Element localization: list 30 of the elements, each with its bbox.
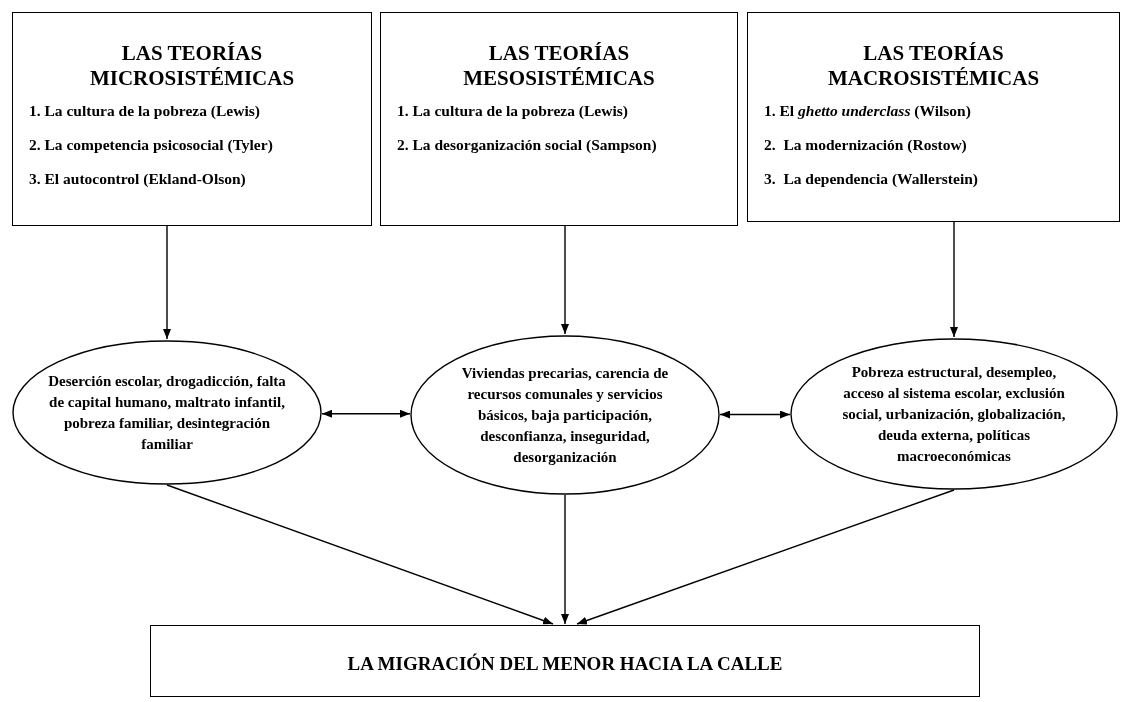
- box-heading: LAS TEORÍAS MESOSISTÉMICAS: [462, 41, 656, 91]
- box-heading: LAS TEORÍAS MACROSISTÉMICAS: [826, 41, 1041, 91]
- theory-item: 2. La modernización (Rostow): [764, 135, 967, 155]
- arrow: [561, 494, 569, 625]
- theory-item: 1. El ghetto underclass (Wilson): [764, 101, 971, 121]
- theory-item: 3. El autocontrol (Ekland-Olson): [29, 169, 246, 189]
- theory-item: 2. La competencia psicosocial (Tyler): [29, 135, 273, 155]
- ellipse-text: Viviendas precarias, carencia de recursos comunales y servicios básicos, baja participación, desconfianza, inseguridad, desorganización: [460, 363, 670, 467]
- arrow: [561, 225, 569, 335]
- arrow: [719, 410, 791, 419]
- text-box: [150, 625, 980, 697]
- arrow: [950, 221, 958, 338]
- theory-item: 1. La cultura de la pobreza (Lewis): [397, 101, 628, 121]
- ellipse: [410, 335, 720, 495]
- theory-item: 3. La dependencia (Wallerstein): [764, 169, 978, 189]
- arrow: [166, 484, 554, 625]
- ellipse-text: Pobreza estructural, desempleo, acceso al sistema escolar, exclusión social, urbanización, globalización, deuda externa, políticas macroeconómicas: [841, 362, 1067, 466]
- text-box: [747, 12, 1120, 222]
- ellipse-text: Deserción escolar, drogadicción, falta de capital humano, maltrato infantil, pobreza familiar, desintegración familiar: [47, 371, 287, 454]
- text-box: [12, 12, 372, 226]
- text-box: [380, 12, 738, 226]
- arrow: [321, 409, 411, 418]
- arrow: [163, 225, 171, 340]
- arrow: [576, 489, 955, 625]
- box-heading: LA MIGRACIÓN DEL MENOR HACIA LA CALLE: [347, 652, 783, 676]
- theory-item: 2. La desorganización social (Sampson): [397, 135, 657, 155]
- ellipse: [12, 340, 322, 485]
- ellipse: [790, 338, 1118, 490]
- box-heading: LAS TEORÍAS MICROSISTÉMICAS: [88, 41, 296, 91]
- theory-item: 1. La cultura de la pobreza (Lewis): [29, 101, 260, 121]
